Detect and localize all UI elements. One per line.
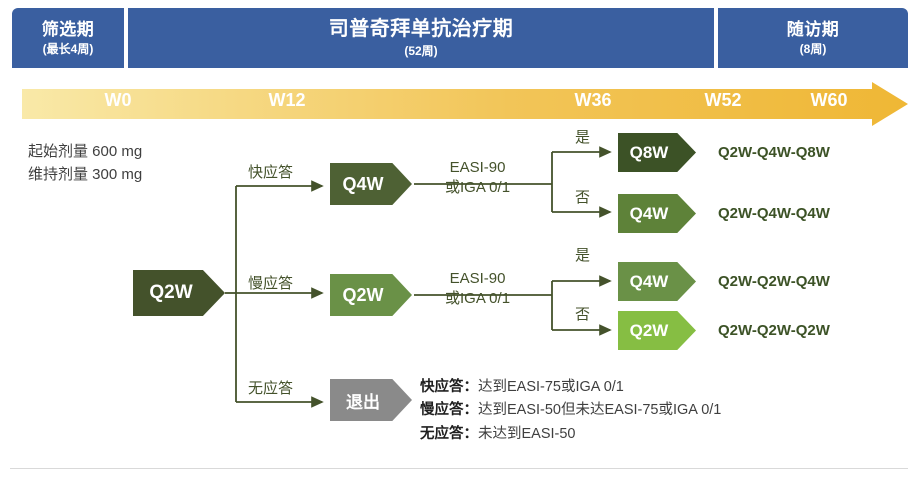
timeline-arrow <box>22 82 908 126</box>
node-q4w-fast-label: Q4W <box>342 173 384 194</box>
node-q4w-fast: Q4W <box>330 163 412 205</box>
node-q2w-slow-no-label: Q2W <box>629 320 669 340</box>
phase-box-treatment: 司普奇拜单抗治疗期 (52周) <box>128 8 714 68</box>
legend-term-fast: 快应答： <box>420 379 478 395</box>
criteria-bottom-line1: EASI-90 <box>449 270 506 287</box>
bottom-divider <box>10 468 908 469</box>
phase-box-screening: 筛选期 (最长4周) <box>12 8 124 68</box>
node-q2w-slow: Q2W <box>330 274 412 316</box>
decision-label-no-bottom: 否 <box>575 306 591 323</box>
node-q4w-slow-yes-label: Q4W <box>629 271 669 291</box>
week-tick-w60: W60 <box>810 90 848 110</box>
legend-term-none: 无应答： <box>420 425 478 442</box>
decision-label-yes-bottom: 是 <box>575 247 591 264</box>
dose-initial: 起始剂量 600 mg <box>28 143 143 160</box>
outcome-q2w-q2w-q4w: Q2W-Q2W-Q4W <box>718 273 830 290</box>
phase-sub-screening: (最长4周) <box>42 41 94 56</box>
dose-info: 起始剂量 600 mg 维持剂量 300 mg <box>28 140 142 187</box>
node-exit: 退出 <box>330 379 412 421</box>
node-q2w-slow-no: Q2W <box>618 311 696 350</box>
week-tick-w12: W12 <box>268 90 306 110</box>
legend-row-fast: 快应答：达到EASI-75或IGA 0/1 <box>420 376 721 399</box>
criteria-bottom-line2: 或IGA 0/1 <box>445 290 511 308</box>
legend-desc-none: 未达到EASI-50 <box>478 425 576 442</box>
node-q8w-yes: Q8W <box>618 133 696 172</box>
week-tick-w52: W52 <box>704 90 742 110</box>
node-q4w-slow-yes: Q4W <box>618 262 696 301</box>
legend-desc-fast: 达到EASI-75或IGA 0/1 <box>478 379 624 395</box>
node-q2w-start-label: Q2W <box>149 282 193 303</box>
node-exit-label: 退出 <box>346 392 380 412</box>
branch-label-no-response: 无应答 <box>248 380 294 397</box>
response-definition-legend: 快应答：达到EASI-75或IGA 0/1 慢应答：达到EASI-50但未达EA… <box>420 376 721 446</box>
node-q2w-start: Q2W <box>133 270 225 316</box>
decision-label-no-top: 否 <box>575 189 591 206</box>
criteria-top: EASI-90 或IGA 0/1 <box>445 158 510 199</box>
phase-title-followup: 随访期 <box>786 20 840 40</box>
criteria-top-line2: 或IGA 0/1 <box>445 179 511 197</box>
outcome-q2w-q4w-q8w: Q2W-Q4W-Q8W <box>718 144 830 161</box>
node-q4w-no: Q4W <box>618 194 696 233</box>
criteria-bottom: EASI-90 或IGA 0/1 <box>445 269 510 310</box>
phase-box-followup: 随访期 (8周) <box>718 8 908 68</box>
node-q4w-no-label: Q4W <box>629 203 669 223</box>
phase-sub-followup: (8周) <box>799 41 827 56</box>
week-tick-w36: W36 <box>574 90 612 110</box>
legend-term-slow: 慢应答： <box>420 402 478 419</box>
branch-label-fast-response: 快应答 <box>248 164 294 181</box>
outcome-q2w-q4w-q4w: Q2W-Q4W-Q4W <box>718 205 830 222</box>
node-q2w-slow-label: Q2W <box>342 284 384 305</box>
node-q8w-yes-label: Q8W <box>629 142 669 162</box>
criteria-top-line1: EASI-90 <box>449 159 506 176</box>
phase-title-screening: 筛选期 <box>41 20 95 40</box>
week-tick-w0: W0 <box>104 90 132 110</box>
dose-maintenance: 维持剂量 300 mg <box>28 166 143 184</box>
branch-label-slow-response: 慢应答 <box>248 275 294 292</box>
legend-desc-slow: 达到EASI-50但未达EASI-75或IGA 0/1 <box>478 402 722 419</box>
outcome-q2w-q2w-q2w: Q2W-Q2W-Q2W <box>718 322 830 339</box>
decision-label-yes-top: 是 <box>575 129 591 146</box>
phase-sub-treatment: (52周) <box>404 43 438 58</box>
phase-title-treatment: 司普奇拜单抗治疗期 <box>328 17 514 40</box>
legend-row-slow: 慢应答：达到EASI-50但未达EASI-75或IGA 0/1 <box>420 399 721 422</box>
legend-row-none: 无应答：未达到EASI-50 <box>420 423 721 446</box>
